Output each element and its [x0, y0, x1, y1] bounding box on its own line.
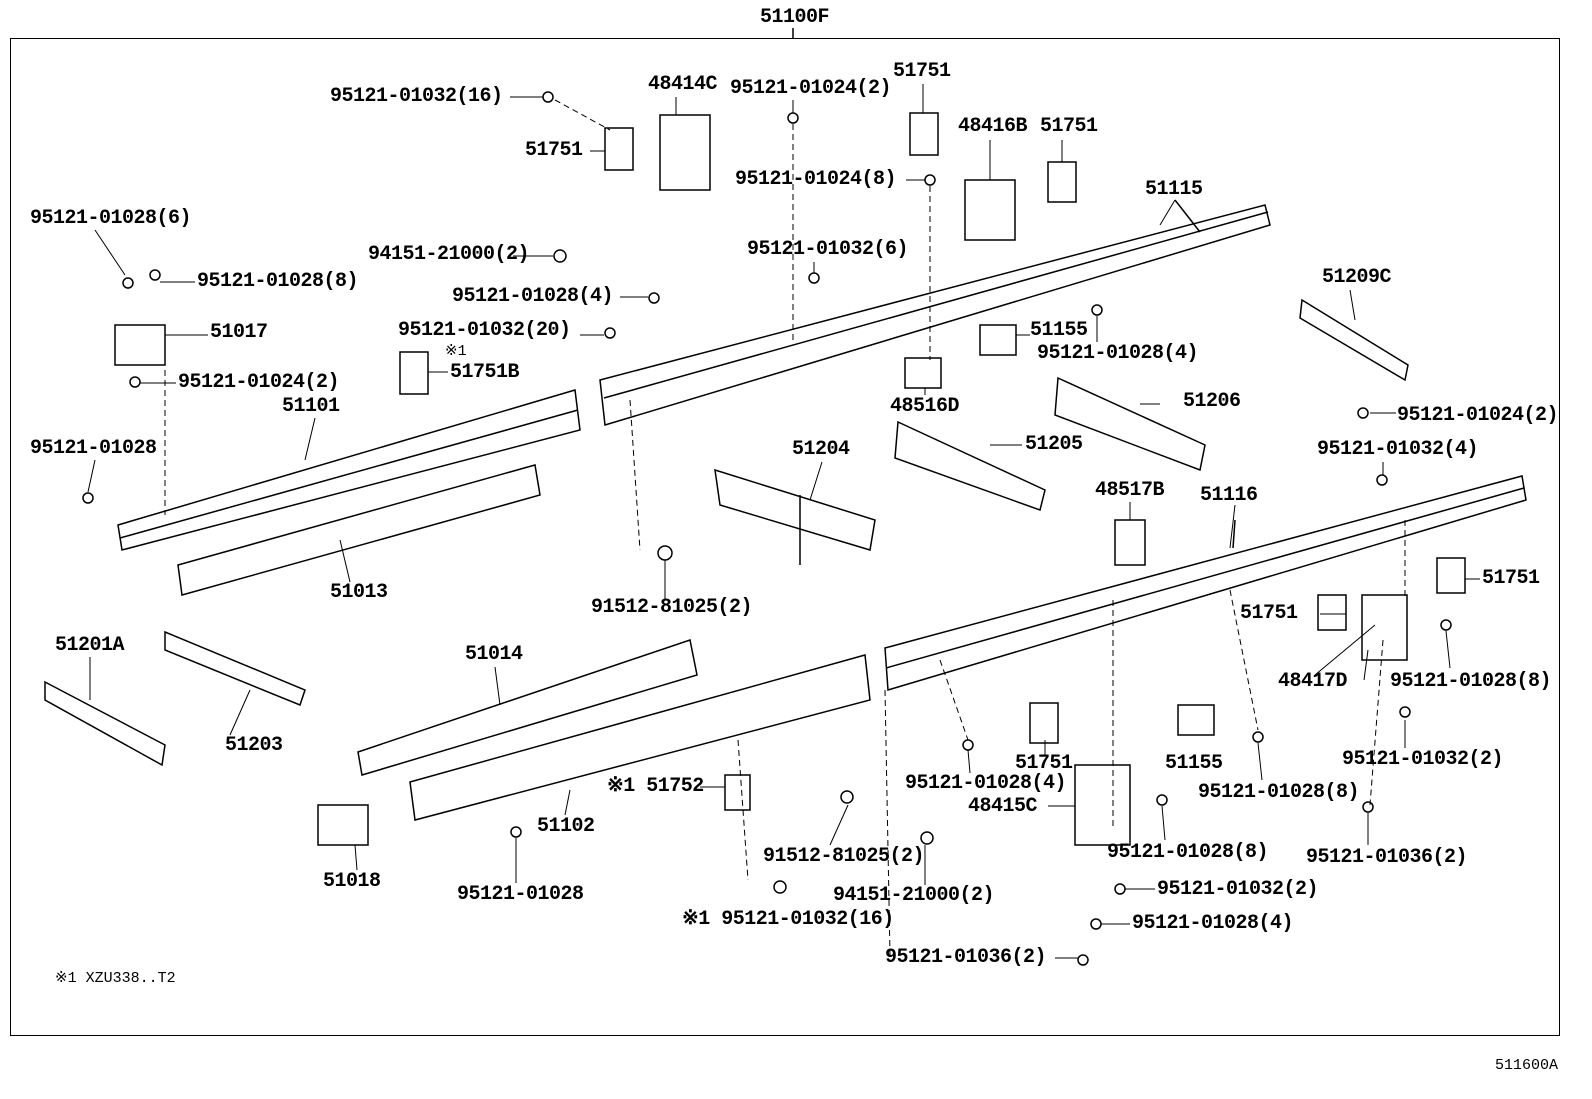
part-label[interactable]: 51018 — [323, 870, 381, 893]
part-label[interactable]: 51017 — [210, 321, 268, 344]
part-label[interactable]: 51751 — [1040, 115, 1098, 138]
part-label[interactable]: 48516D — [890, 395, 960, 418]
part-label[interactable]: 51751 — [1240, 602, 1298, 625]
part-label[interactable]: 95121-01032(2) — [1157, 878, 1319, 901]
part-label[interactable]: 48415C — [968, 795, 1038, 818]
part-label[interactable]: 48417D — [1278, 670, 1348, 693]
part-label[interactable]: 95121-01024(2) — [178, 371, 340, 394]
part-label[interactable]: 51204 — [792, 438, 850, 461]
part-label[interactable]: 95121-01036(2) — [1306, 846, 1468, 869]
part-label[interactable]: 51209C — [1322, 266, 1392, 289]
part-label[interactable]: 51206 — [1183, 390, 1241, 413]
rail-51101 — [117, 389, 581, 551]
frame-rail-51116 — [884, 475, 1527, 691]
part-label[interactable]: 51102 — [537, 815, 595, 838]
part-label[interactable]: 95121-01028 — [30, 437, 157, 460]
figure-code: 511600A — [1495, 1057, 1559, 1074]
frame-rail-51115 — [599, 199, 1271, 426]
bolts — [82, 91, 1452, 966]
part-label[interactable]: 51115 — [1145, 178, 1203, 201]
part-label[interactable]: 95121-01028(4) — [905, 772, 1067, 795]
part-label[interactable]: 48414C — [648, 73, 718, 96]
part-label[interactable]: 95121-01028(6) — [30, 207, 192, 230]
part-label[interactable]: 95121-01024(2) — [730, 77, 892, 100]
rail-51013 — [177, 464, 541, 596]
part-label[interactable]: 51155 — [1030, 319, 1088, 342]
part-label[interactable]: 95121-01024(8) — [735, 168, 897, 191]
part-label[interactable]: 95121-01032(4) — [1317, 438, 1479, 461]
part-label[interactable]: 95121-01028(8) — [1390, 670, 1552, 693]
crossmember-51204 — [714, 468, 876, 565]
part-label[interactable]: 51155 — [1165, 752, 1223, 775]
part-label[interactable]: 51751 — [893, 60, 951, 83]
footnote: ※1 XZU338..T2 — [55, 970, 176, 987]
part-label[interactable]: 95121-01024(2) — [1397, 404, 1559, 427]
rail-51014 — [357, 639, 698, 776]
part-label[interactable]: 95121-01032(16) — [330, 85, 503, 108]
part-label[interactable]: 95121-01028 — [457, 883, 584, 906]
part-label[interactable]: ※1 51752 — [607, 775, 704, 798]
rail-51102 — [409, 654, 871, 821]
part-label[interactable]: 95121-01028(8) — [1198, 781, 1360, 804]
part-label[interactable]: 95121-01028(4) — [1132, 912, 1294, 935]
part-label[interactable]: 95121-01036(2) — [885, 946, 1047, 969]
part-label[interactable]: 51751B — [450, 361, 520, 384]
crossmember-51201A — [44, 680, 166, 767]
part-label[interactable]: 48416B — [958, 115, 1028, 138]
part-label[interactable]: 95121-01032(2) — [1342, 748, 1504, 771]
part-label[interactable]: 51014 — [465, 643, 523, 666]
part-label[interactable]: ※1 95121-01032(16) — [682, 908, 894, 931]
part-label[interactable]: 95121-01028(8) — [1107, 841, 1269, 864]
part-label[interactable]: 95121-01028(8) — [197, 270, 359, 293]
part-label[interactable]: 51101 — [282, 395, 340, 418]
part-label[interactable]: 51201A — [55, 634, 125, 657]
part-label[interactable]: 95121-01032(20) — [398, 319, 571, 342]
diagram-title: 51100F — [760, 6, 830, 29]
part-label[interactable]: 51751 — [525, 139, 583, 162]
part-label[interactable]: 94151-21000(2) — [833, 884, 995, 907]
part-label[interactable]: 51751 — [1015, 752, 1073, 775]
footnote-mark: ※1 — [445, 343, 467, 360]
crossmember-51209C — [1299, 298, 1409, 382]
dashed-leaders — [164, 99, 1406, 956]
part-label[interactable]: 51751 — [1482, 567, 1540, 590]
crossmember-51206 — [1054, 376, 1206, 472]
part-label[interactable]: 91512-81025(2) — [591, 596, 753, 619]
diagram-frame — [10, 38, 1560, 1036]
part-label[interactable]: 95121-01028(4) — [452, 285, 614, 308]
crossmember-51205 — [894, 420, 1046, 511]
part-label[interactable]: 48517B — [1095, 479, 1165, 502]
part-label[interactable]: 51203 — [225, 734, 283, 757]
part-label[interactable]: 91512-81025(2) — [763, 845, 925, 868]
part-label[interactable]: 51116 — [1200, 484, 1258, 507]
part-label[interactable]: 95121-01032(6) — [747, 238, 909, 261]
part-label[interactable]: 94151-21000(2) — [368, 243, 530, 266]
part-label[interactable]: 51013 — [330, 581, 388, 604]
leader-lines — [87, 84, 1480, 959]
crossmember-51203 — [164, 630, 306, 706]
part-label[interactable]: 51205 — [1025, 433, 1083, 456]
part-label[interactable]: 95121-01028(4) — [1037, 342, 1199, 365]
